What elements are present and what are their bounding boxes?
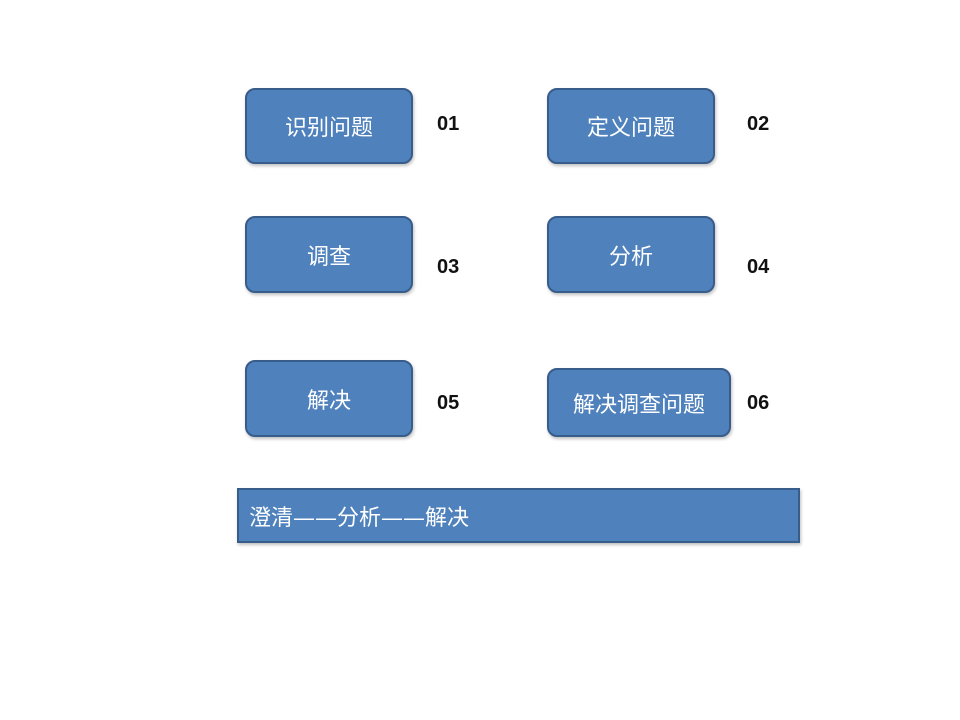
step-box-6: 解决调查问题	[547, 368, 731, 437]
summary-bar: 澄清——分析——解决	[237, 488, 800, 543]
step-label: 解决	[306, 388, 351, 414]
step-number: 04	[747, 256, 770, 278]
step-number: 05	[437, 392, 460, 414]
step-label: 分析	[608, 244, 653, 270]
step-box-1: 识别问题	[245, 88, 413, 164]
step-label: 调查	[306, 244, 351, 270]
step-number: 02	[747, 113, 770, 135]
step-box-2: 定义问题	[547, 88, 715, 164]
step-number: 03	[437, 256, 460, 278]
step-number: 01	[437, 113, 460, 135]
step-label: 解决调查问题	[572, 392, 705, 418]
step-label: 识别问题	[284, 116, 373, 141]
step-number: 06	[747, 392, 770, 414]
step-label: 定义问题	[586, 116, 675, 141]
step-box-5: 解决	[245, 360, 413, 437]
step-box-3: 调查	[245, 216, 413, 293]
step-box-4: 分析	[547, 216, 715, 293]
summary-text: 澄清——分析——解决	[249, 505, 470, 531]
